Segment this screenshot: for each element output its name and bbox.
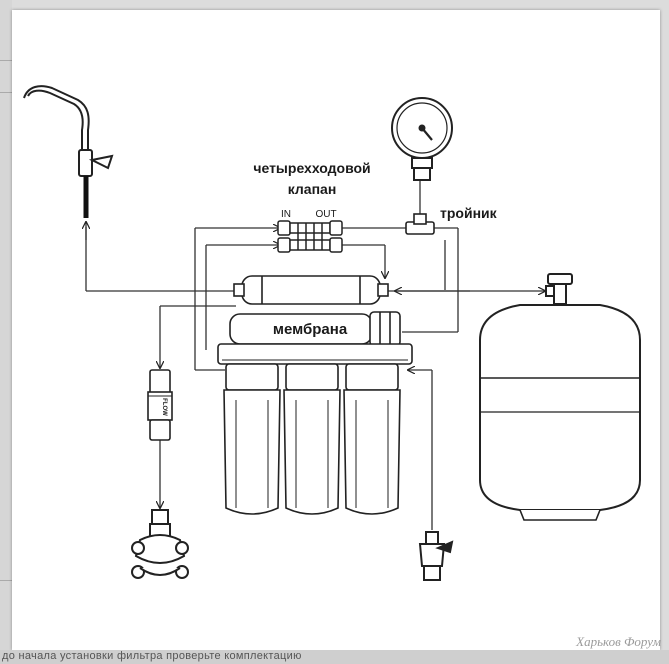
mounting-bracket-icon [217,343,413,365]
bottom-page-strip: до начала установки фильтра проверьте ко… [0,650,669,664]
tubing [86,180,545,530]
storage-tank-icon [479,273,641,521]
drain-saddle-clamp-icon [131,509,189,579]
page-backdrop [0,0,12,664]
backdrop-divider [0,580,12,581]
four-way-valve-label-line1: четырехходовой [253,160,370,176]
port-in-label: IN [281,209,291,220]
inlet-valve-icon [418,531,454,581]
port-out-label: OUT [315,209,336,220]
backdrop-divider [0,60,12,61]
prefilter-3-icon [343,363,401,515]
faucet-icon [23,85,114,218]
prefilter-1-icon [223,363,281,515]
pressure-gauge-icon [391,97,453,181]
bottom-page-text: до начала установки фильтра проверьте ко… [2,650,302,662]
membrane-label: мембрана [273,321,348,338]
tee-fitting-icon [405,213,435,235]
prefilter-housings [223,363,401,515]
watermark: Харьков Форум [576,634,661,649]
backdrop-divider [0,92,12,93]
prefilter-2-icon [283,363,341,515]
four-way-valve-icon [277,220,343,253]
flow-label: FLOW [161,398,167,416]
flow-restrictor-icon [147,369,173,441]
tee-label: тройник [440,205,498,221]
membrane-housing-icon [229,311,401,347]
post-carbon-filter-icon [233,275,389,305]
four-way-valve-label-line2: клапан [288,181,337,197]
